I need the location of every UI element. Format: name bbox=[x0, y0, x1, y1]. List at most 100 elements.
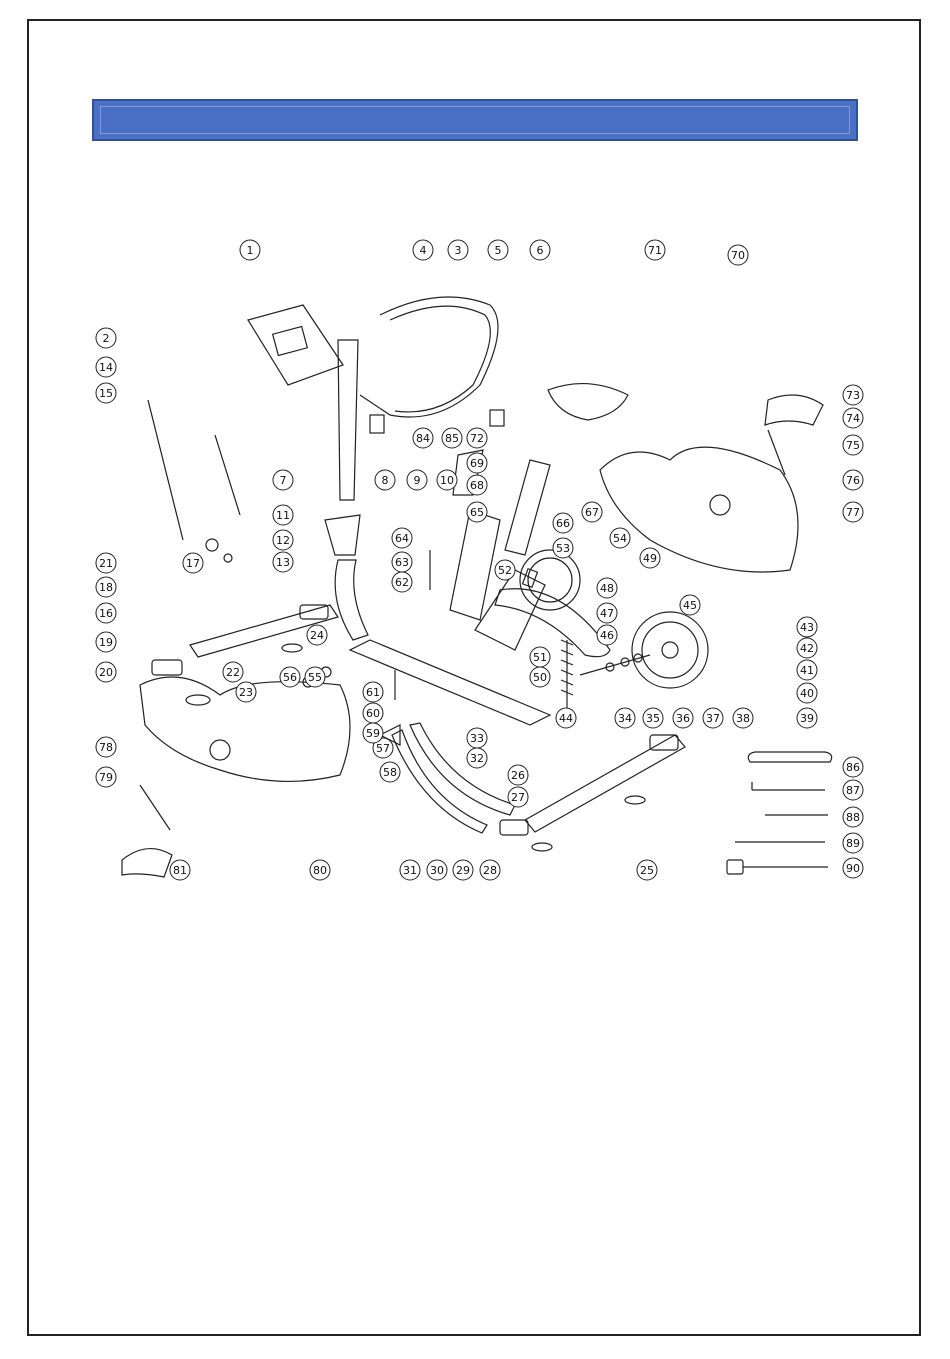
callout-label: 54 bbox=[613, 532, 627, 545]
leveler-foot-23 bbox=[186, 695, 210, 705]
callout-label: 18 bbox=[99, 581, 113, 594]
callout-label: 13 bbox=[276, 556, 290, 569]
callout-label: 12 bbox=[276, 534, 290, 547]
callout-label: 20 bbox=[99, 666, 113, 679]
callout-51: 51 bbox=[530, 647, 550, 667]
callout-70: 70 bbox=[728, 245, 748, 265]
left-pedal-part bbox=[122, 849, 172, 877]
callout-9: 9 bbox=[407, 470, 427, 490]
callout-label: 80 bbox=[313, 864, 327, 877]
callout-77: 77 bbox=[843, 502, 863, 522]
callout-42: 42 bbox=[797, 638, 817, 658]
callout-label: 43 bbox=[800, 621, 814, 634]
front-post-part bbox=[335, 560, 368, 640]
callout-61: 61 bbox=[363, 682, 383, 702]
flywheel-part bbox=[632, 612, 708, 688]
callout-label: 25 bbox=[640, 864, 654, 877]
callout-44: 44 bbox=[556, 708, 576, 728]
callout-label: 1 bbox=[247, 244, 254, 257]
callout-label: 42 bbox=[800, 642, 814, 655]
callout-64: 64 bbox=[392, 528, 412, 548]
callout-label: 3 bbox=[455, 244, 462, 257]
callout-67: 67 bbox=[582, 502, 602, 522]
callout-label: 67 bbox=[585, 506, 599, 519]
callout-86: 86 bbox=[843, 757, 863, 777]
callout-58: 58 bbox=[380, 762, 400, 782]
callout-label: 34 bbox=[618, 712, 632, 725]
sensor-rod-15 bbox=[148, 400, 183, 540]
callout-label: 64 bbox=[395, 532, 409, 545]
callout-84: 84 bbox=[413, 428, 433, 448]
callout-label: 59 bbox=[366, 727, 380, 740]
callout-56: 56 bbox=[280, 667, 300, 687]
sensor-rod-14 bbox=[215, 435, 240, 515]
section-header-band bbox=[92, 99, 858, 141]
callout-4: 4 bbox=[413, 240, 433, 260]
callout-15: 15 bbox=[96, 383, 116, 403]
callout-label: 49 bbox=[643, 552, 657, 565]
callout-6: 6 bbox=[530, 240, 550, 260]
callout-21: 21 bbox=[96, 553, 116, 573]
callout-90: 90 bbox=[843, 858, 863, 878]
callout-label: 26 bbox=[511, 769, 525, 782]
callout-label: 15 bbox=[99, 387, 113, 400]
callout-38: 38 bbox=[733, 708, 753, 728]
callout-label: 36 bbox=[676, 712, 690, 725]
callout-52: 52 bbox=[495, 560, 515, 580]
callout-label: 74 bbox=[846, 412, 860, 425]
callout-label: 57 bbox=[376, 742, 390, 755]
callout-label: 66 bbox=[556, 517, 570, 530]
callout-31: 31 bbox=[400, 860, 420, 880]
callout-11: 11 bbox=[273, 505, 293, 525]
callout-5: 5 bbox=[488, 240, 508, 260]
callout-28: 28 bbox=[480, 860, 500, 880]
end-cap-20c bbox=[500, 820, 528, 835]
callout-36: 36 bbox=[673, 708, 693, 728]
callout-20: 20 bbox=[96, 662, 116, 682]
callout-label: 38 bbox=[736, 712, 750, 725]
seat-part bbox=[548, 384, 628, 420]
callout-label: 47 bbox=[600, 607, 614, 620]
right-pedal-part bbox=[765, 395, 823, 425]
callout-63: 63 bbox=[392, 552, 412, 572]
callout-59: 59 bbox=[363, 723, 383, 743]
callout-label: 52 bbox=[498, 564, 512, 577]
callout-13: 13 bbox=[273, 552, 293, 572]
callout-label: 37 bbox=[706, 712, 720, 725]
callout-label: 75 bbox=[846, 439, 860, 452]
callout-55: 55 bbox=[305, 667, 325, 687]
callout-label: 69 bbox=[470, 457, 484, 470]
callout-32: 32 bbox=[467, 748, 487, 768]
callout-12: 12 bbox=[273, 530, 293, 550]
callout-label: 89 bbox=[846, 837, 860, 850]
callout-37: 37 bbox=[703, 708, 723, 728]
callout-81: 81 bbox=[170, 860, 190, 880]
callout-label: 46 bbox=[600, 629, 614, 642]
drive-belt-part bbox=[495, 589, 610, 657]
callout-label: 7 bbox=[280, 474, 287, 487]
left-crank-79 bbox=[140, 785, 170, 830]
callout-48: 48 bbox=[597, 578, 617, 598]
spring-part bbox=[561, 640, 573, 710]
section-header-inner bbox=[100, 106, 850, 134]
callout-label: 63 bbox=[395, 556, 409, 569]
callout-layer: 1234567891011121314151617181920212223242… bbox=[96, 240, 863, 880]
callout-label: 56 bbox=[283, 671, 297, 684]
callout-label: 8 bbox=[382, 474, 389, 487]
callout-label: 58 bbox=[383, 766, 397, 779]
parts-drawing bbox=[122, 297, 832, 877]
callout-89: 89 bbox=[843, 833, 863, 853]
callout-17: 17 bbox=[183, 553, 203, 573]
callout-label: 68 bbox=[470, 479, 484, 492]
callout-label: 17 bbox=[186, 557, 200, 570]
callout-87: 87 bbox=[843, 780, 863, 800]
callout-label: 81 bbox=[173, 864, 187, 877]
callout-74: 74 bbox=[843, 408, 863, 428]
callout-40: 40 bbox=[797, 683, 817, 703]
callout-label: 45 bbox=[683, 599, 697, 612]
callout-label: 44 bbox=[559, 712, 573, 725]
callout-26: 26 bbox=[508, 765, 528, 785]
callout-46: 46 bbox=[597, 625, 617, 645]
callout-label: 14 bbox=[99, 361, 113, 374]
leveler-foot-23b bbox=[532, 843, 552, 851]
